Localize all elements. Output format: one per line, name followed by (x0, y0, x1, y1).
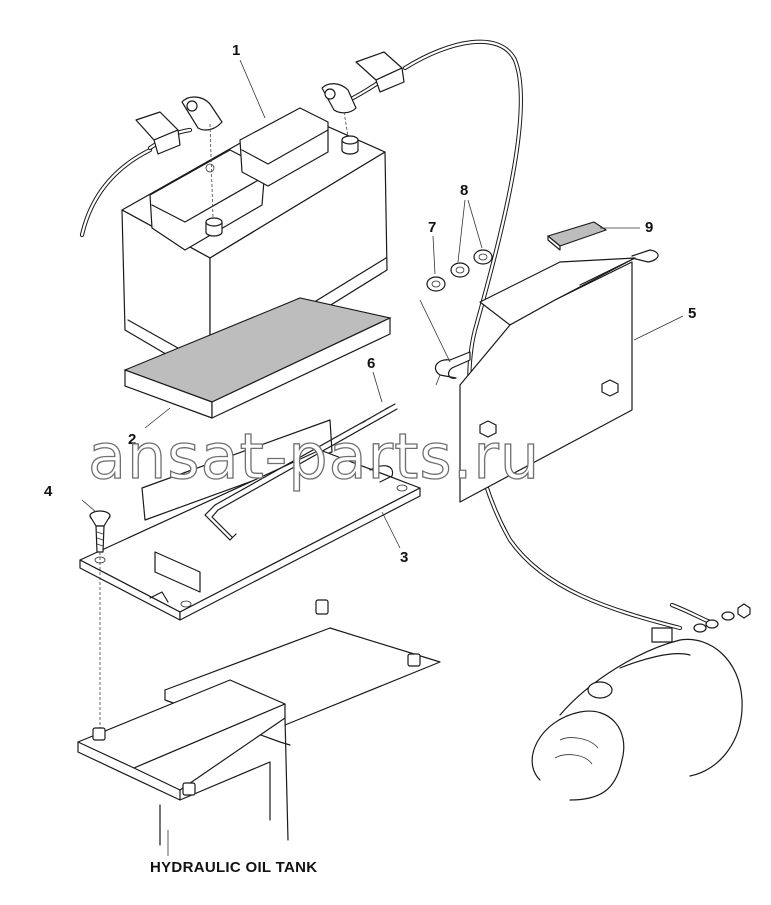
cable-connector-left (135, 96, 223, 155)
rubber-pad (546, 221, 608, 251)
screw (89, 510, 111, 730)
battery-cables (79, 39, 713, 631)
starter-motor (531, 603, 751, 801)
hydraulic-oil-tank (77, 599, 441, 846)
callout-2: 2 (128, 431, 136, 448)
callout-8: 8 (460, 182, 468, 199)
callout-9: 9 (645, 219, 653, 236)
battery-pad (123, 297, 392, 419)
hydraulic-oil-tank-label: HYDRAULIC OIL TANK (150, 859, 317, 876)
callout-1: 1 (232, 42, 240, 59)
battery-bracket (419, 249, 659, 503)
battery-tray (79, 419, 421, 621)
callout-3: 3 (400, 549, 408, 566)
watermark-text: ansat-parts.ru (88, 420, 540, 493)
nut-and-washers (426, 249, 493, 292)
cable-connector-right (321, 51, 405, 114)
leader-lines (81, 59, 684, 856)
hold-down-rod (204, 403, 398, 541)
callout-6: 6 (367, 355, 375, 372)
callout-4: 4 (44, 483, 53, 500)
callout-5: 5 (688, 305, 696, 322)
callout-7: 7 (428, 219, 436, 236)
